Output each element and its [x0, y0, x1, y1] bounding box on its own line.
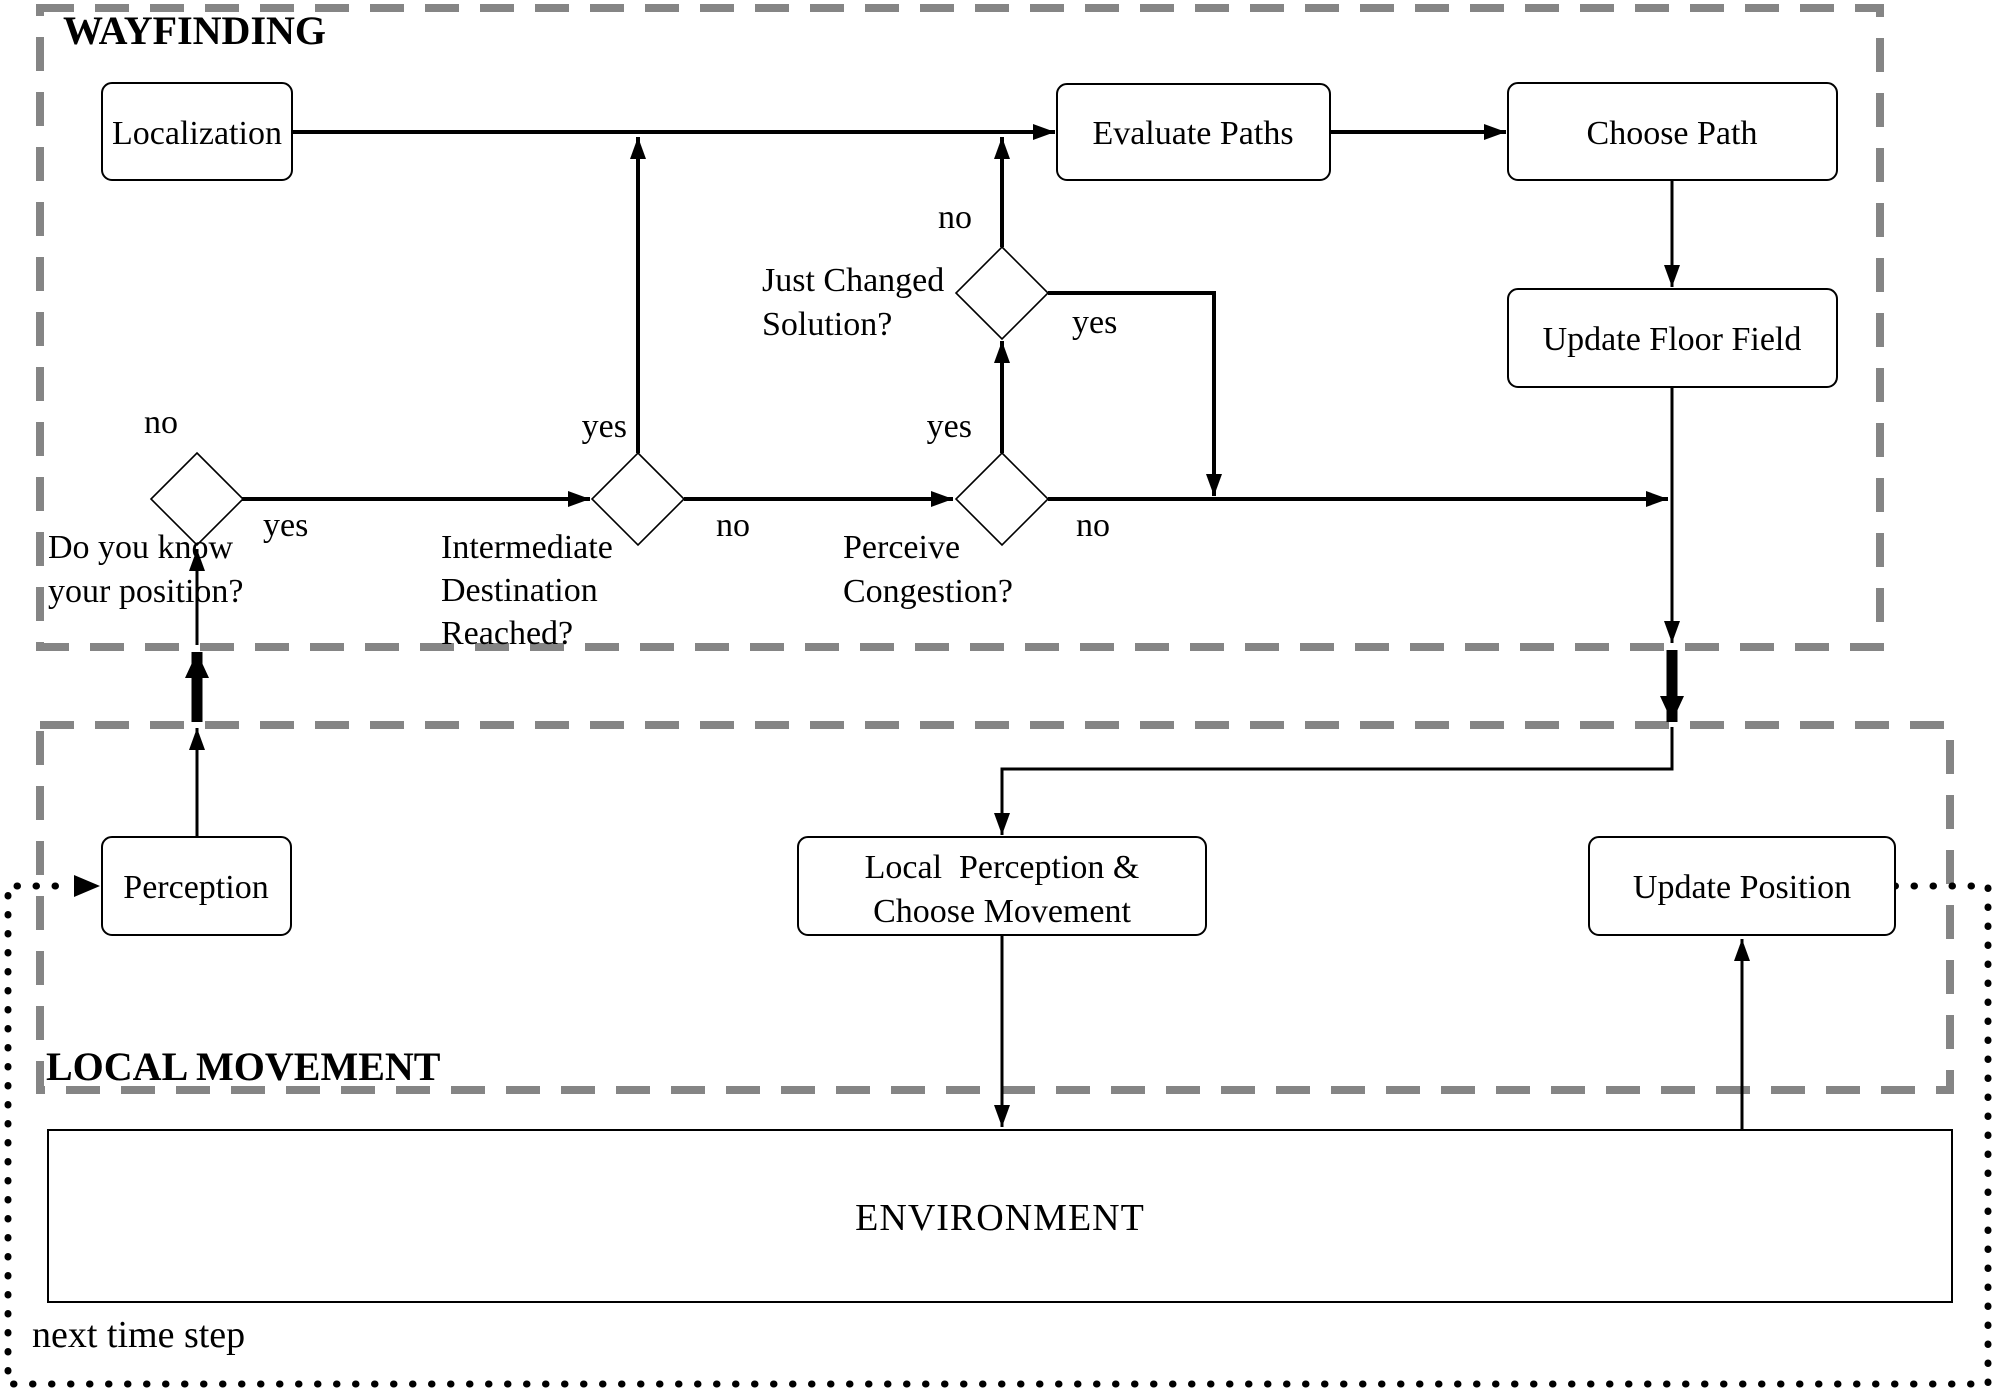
node-evaluate-paths: Evaluate Paths — [1056, 83, 1331, 181]
node-update-position-box — [1588, 836, 1896, 936]
decision-intermediate-destination: Intermediate Destination Reached? — [441, 451, 686, 652]
label-just-changed-no: no — [938, 199, 972, 236]
next-time-step-label: next time step — [32, 1314, 245, 1356]
decision-just-changed-solution: Just Changed Solution? — [762, 245, 1050, 343]
node-localization: Localization — [101, 82, 293, 181]
node-choose-path: Choose Path — [1507, 82, 1838, 181]
edge-just-changed-yes-elbow — [1048, 291, 1222, 496]
decision-know-position-text-line2: your position? — [48, 573, 243, 610]
edge-elbow-to-local-perception — [994, 727, 1674, 835]
decision-intermediate-text-line1: Intermediate — [441, 529, 613, 566]
decision-just-changed-text-line2: Solution? — [762, 306, 892, 343]
node-evaluate-paths-label: Evaluate Paths — [1092, 115, 1293, 152]
node-update-floor-field: Update Floor Field — [1507, 288, 1838, 388]
dotted-loop-arrowhead-icon — [74, 875, 100, 897]
decision-know-position-diamond — [149, 451, 245, 547]
wayfinding-module-border — [36, 4, 1884, 651]
decision-know-position: Do you know your position? — [48, 451, 245, 610]
next-time-step-dotted-loop — [4, 882, 1992, 1388]
label-perceive-yes: yes — [927, 408, 972, 445]
node-update-position-label: Update Position — [1633, 869, 1851, 906]
node-environment: ENVIRONMENT — [47, 1129, 1953, 1303]
node-local-perception-label-line2: Choose Movement — [873, 893, 1131, 930]
decision-intermediate-diamond — [590, 451, 686, 547]
label-intermediate-yes: yes — [582, 408, 627, 445]
node-environment-label: ENVIRONMENT — [855, 1197, 1145, 1239]
wayfinding-title: WAYFINDING — [63, 8, 326, 53]
decision-perceive-congestion: Perceive Congestion? — [843, 451, 1050, 610]
node-local-perception: Local Perception & Choose Movement — [797, 836, 1207, 936]
node-local-perception-box — [797, 836, 1207, 936]
label-intermediate-no: no — [716, 507, 750, 544]
decision-perceive-diamond — [954, 451, 1050, 547]
node-choose-path-label: Choose Path — [1587, 115, 1758, 152]
label-know-position-yes: yes — [263, 507, 308, 544]
local-movement-module-border — [36, 721, 1954, 1094]
decision-perceive-text-line2: Congestion? — [843, 573, 1013, 610]
node-localization-box — [101, 82, 293, 181]
node-perception-box — [101, 836, 292, 936]
decision-intermediate-text-line2: Destination — [441, 572, 598, 609]
decision-know-position-text-line1: Do you know — [48, 529, 234, 566]
decision-just-changed-diamond — [954, 245, 1050, 341]
label-know-position-no: no — [144, 404, 178, 441]
node-update-floor-field-box — [1507, 288, 1838, 388]
label-just-changed-yes: yes — [1072, 304, 1117, 341]
local-movement-title: LOCAL MOVEMENT — [46, 1044, 441, 1089]
node-environment-box — [47, 1129, 1953, 1303]
node-local-perception-label-line1: Local Perception & — [865, 849, 1140, 886]
decision-perceive-text-line1: Perceive — [843, 529, 960, 566]
node-perception: Perception — [101, 836, 292, 936]
decision-just-changed-text-line1: Just Changed — [762, 262, 944, 299]
node-update-floor-field-label: Update Floor Field — [1543, 321, 1802, 358]
node-localization-label: Localization — [112, 115, 282, 152]
node-update-position: Update Position — [1588, 836, 1896, 936]
node-choose-path-box — [1507, 82, 1838, 181]
decision-intermediate-text-line3: Reached? — [441, 615, 573, 652]
label-perceive-no: no — [1076, 507, 1110, 544]
node-perception-label: Perception — [123, 869, 268, 906]
node-evaluate-paths-box — [1056, 83, 1331, 181]
